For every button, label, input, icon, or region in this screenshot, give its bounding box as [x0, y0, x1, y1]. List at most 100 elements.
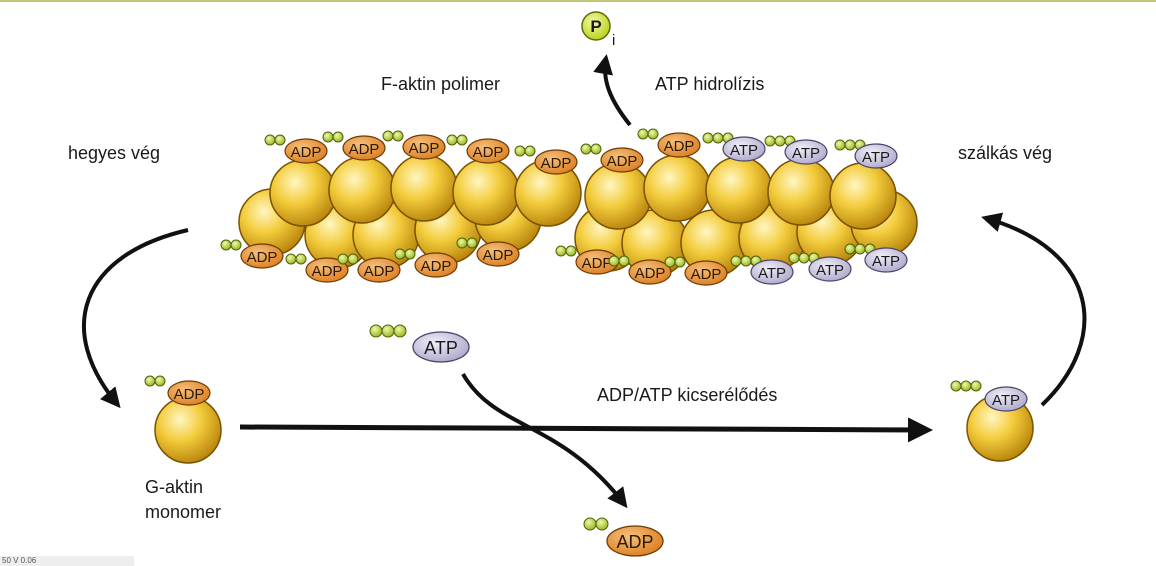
nucleotide-cap-label: ADP [247, 249, 278, 266]
phosphate-bead [637, 128, 649, 140]
nucleotide-cap [402, 134, 446, 160]
adp-cap: ADP [382, 130, 446, 160]
polymerization-arrow [981, 212, 1087, 407]
nucleotide-cap-label: ATP [872, 253, 900, 270]
phosphate-bead [274, 134, 286, 146]
phosphate-icon: P i [581, 11, 615, 49]
free-adp-label: ADP [616, 532, 653, 552]
actin-subunit [269, 159, 337, 227]
atp-cap: ATP [730, 255, 794, 285]
actin-subunit [390, 154, 458, 222]
phosphate-bead [295, 253, 307, 265]
phosphate-bead [764, 135, 776, 147]
atp-cap: ATP [764, 135, 828, 165]
nucleotide-cap-label: ADP [691, 266, 722, 283]
nucleotide-cap [600, 147, 644, 173]
monomer-label: monomer [145, 502, 222, 522]
nucleotide-cap-label: ATP [816, 262, 844, 279]
nucleotide-cap [466, 138, 510, 164]
adp-cap: ADP [285, 253, 349, 283]
nucleotide-cap-label: ADP [635, 265, 666, 282]
nucleotide-cap [808, 256, 852, 282]
adp-cap: ADP [337, 253, 401, 283]
adp-cap: ADP [264, 134, 328, 164]
phosphate-bead [674, 256, 686, 268]
top-border [0, 0, 1156, 2]
phosphate-bead [285, 253, 297, 265]
actin-subunit [452, 158, 520, 226]
phosphate-bead [844, 139, 856, 151]
nucleotide-cap [240, 243, 284, 269]
actin-subunit [643, 154, 711, 222]
exchange-label: ADP/ATP kicserélődés [597, 385, 778, 405]
nucleotide-cap [750, 259, 794, 285]
phosphate-release-arrow [593, 54, 632, 127]
adp-cap: ADP [514, 145, 578, 175]
phosphate-bead [788, 252, 800, 264]
phosphate-bead [712, 132, 724, 144]
atp-hydrolysis-label: ATP hidrolízis [655, 74, 765, 94]
g-actin-atp-monomer: ATP [950, 380, 1034, 462]
nucleotide-cap [414, 252, 458, 278]
nucleotide-cap-label: ADP [421, 258, 452, 275]
phosphate-bead [565, 245, 577, 257]
monomer-nucleotide-label: ATP [992, 392, 1020, 409]
nucleotide-cap-label: ADP [607, 153, 638, 170]
phosphate-bead [392, 130, 404, 142]
pointed-end-label: hegyes vég [68, 143, 161, 163]
adp-cap: ADP [394, 248, 458, 278]
phosphate-bead [394, 248, 406, 260]
nucleotide-cap-label: ATP [758, 265, 786, 282]
nucleotide-cap [854, 143, 898, 169]
nucleotide-cap [628, 259, 672, 285]
phosphate-bead [220, 239, 232, 251]
actin-subunit [829, 162, 897, 230]
nucleotide-cap-label: ADP [483, 247, 514, 264]
phosphate-bead [322, 131, 334, 143]
nucleotide-cap-label: ADP [664, 138, 695, 155]
phosphate-bead [844, 243, 856, 255]
phosphate-symbol: P [590, 17, 601, 36]
phosphate-bead [555, 245, 567, 257]
nucleotide-cap-label: ATP [730, 142, 758, 159]
nucleotide-cap-label: ADP [349, 141, 380, 158]
phosphate-bead [702, 132, 714, 144]
phosphate-bead [456, 237, 468, 249]
phosphate-bead [332, 131, 344, 143]
atp-cap: ATP [834, 139, 898, 169]
nucleotide-cap-label: ADP [312, 263, 343, 280]
g-actin-label: G-aktin [145, 477, 204, 497]
nucleotide-cap [784, 139, 828, 165]
phosphate-bead [608, 255, 620, 267]
phosphate-bead [590, 143, 602, 155]
free-atp-icon: ATP [369, 324, 470, 363]
nucleotide-cap [864, 247, 908, 273]
f-actin-polymer-label: F-aktin polimer [381, 74, 501, 94]
phosphate-bead [647, 128, 659, 140]
nucleotide-cap-label: ADP [541, 155, 572, 172]
adp-cap: ADP [220, 239, 284, 269]
nucleotide-cap [476, 241, 520, 267]
phosphate-bead [854, 243, 866, 255]
nucleotide-cap-label: ADP [409, 140, 440, 157]
phosphate-bead [834, 139, 846, 151]
phosphate-bead [580, 143, 592, 155]
adp-cap: ADP [664, 256, 728, 286]
free-atp-label: ATP [424, 338, 458, 358]
free-adp-icon: ADP [583, 517, 664, 557]
actin-subunit [705, 156, 773, 224]
phosphate-bead [618, 255, 630, 267]
atp-cap: ATP [702, 132, 766, 162]
phosphate-bead [337, 253, 349, 265]
nucleotide-cap-label: ADP [291, 144, 322, 161]
nucleotide-cap-label: ADP [473, 144, 504, 161]
phosphate-bead [774, 135, 786, 147]
adp-cap: ADP [555, 245, 619, 275]
nucleotide-cap-label: ATP [792, 145, 820, 162]
adp-cap: ADP [637, 128, 701, 158]
phosphate-subscript: i [612, 32, 615, 49]
monomer-exchange-arrow [239, 417, 933, 443]
g-actin-adp-monomer: ADP [144, 375, 222, 464]
